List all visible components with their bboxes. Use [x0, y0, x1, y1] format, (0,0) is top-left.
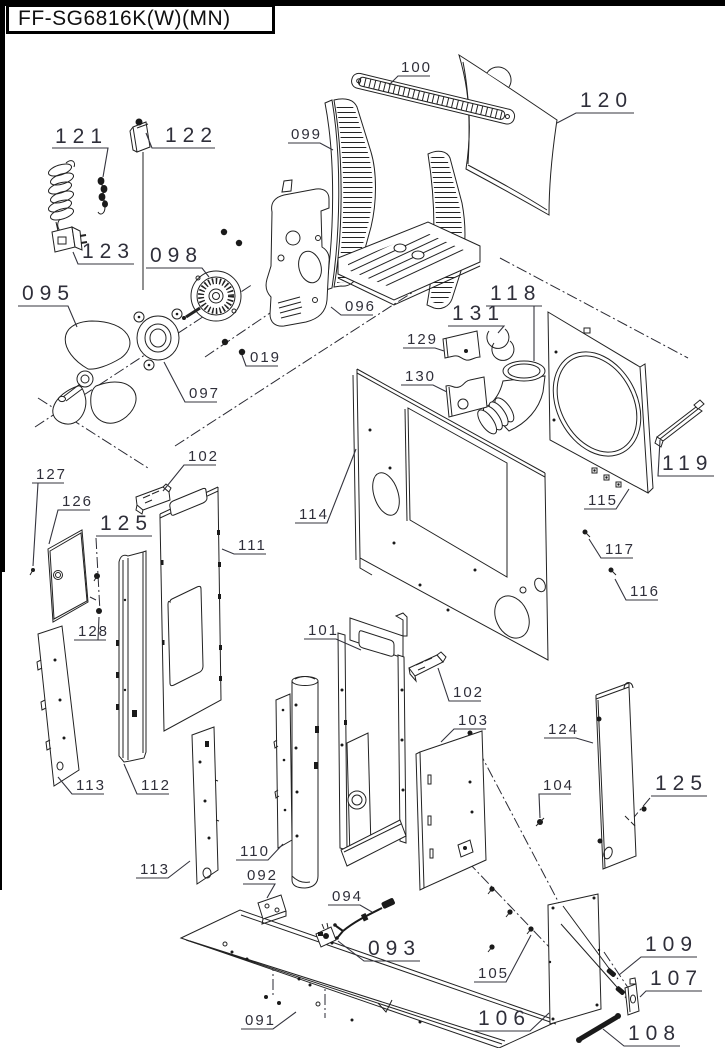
part-label-118: 118 — [490, 282, 541, 305]
part-label-130: 130 — [405, 368, 436, 385]
part-095-fan-blade — [52, 320, 137, 425]
part-119-rail — [654, 399, 705, 448]
part-label-121: 121 — [55, 125, 108, 148]
part-096-support-bracket — [265, 179, 330, 327]
part-label-106: 106 — [478, 1007, 531, 1030]
part-116-screw — [608, 567, 617, 576]
part-102-bracket-upper — [135, 483, 172, 515]
part-100-top-grille — [351, 72, 516, 125]
part-123-power-cord — [47, 160, 88, 253]
part-114-back-panel — [352, 368, 549, 661]
part-113-panel-right — [191, 726, 220, 885]
part-label-100: 100 — [401, 59, 432, 76]
part-label-019: 019 — [250, 349, 281, 366]
part-label-095: 095 — [22, 282, 75, 305]
part-label-102b: 102 — [453, 684, 484, 701]
part-label-111: 111 — [238, 537, 267, 554]
part-label-091: 091 — [245, 1012, 276, 1029]
model-title: FF-SG6816K(W)(MN) — [18, 7, 231, 30]
part-101-frame — [337, 612, 408, 867]
part-109-screws — [606, 968, 625, 995]
part-120-curved-panel — [458, 53, 558, 216]
part-label-093: 093 — [368, 937, 421, 960]
part-115-fan-panel — [547, 311, 654, 494]
part-label-119: 119 — [662, 452, 713, 475]
part-label-108: 108 — [628, 1022, 681, 1045]
part-label-094: 094 — [332, 888, 363, 905]
part-113-panel-left — [36, 625, 80, 787]
part-107-bracket — [624, 977, 640, 1016]
part-094-lead-wire — [333, 898, 395, 940]
label-leader-lines — [18, 75, 714, 1047]
part-099-louver-grille — [324, 98, 481, 310]
part-105-screws — [487, 886, 534, 953]
part-label-103: 103 — [458, 712, 489, 729]
part-label-105: 105 — [478, 965, 509, 982]
page-border-left-thin — [0, 572, 2, 890]
part-label-125a: 125 — [100, 512, 153, 535]
part-label-129: 129 — [407, 331, 438, 348]
part-124-panel — [595, 682, 637, 870]
part-label-115: 115 — [588, 492, 618, 509]
part-label-122: 122 — [165, 124, 218, 147]
part-110-column — [273, 676, 319, 889]
part-102-bracket-lower — [408, 651, 447, 683]
part-019-screws — [220, 228, 246, 356]
part-131-clamp — [486, 328, 515, 361]
part-label-117: 117 — [605, 541, 635, 558]
part-label-098: 098 — [150, 244, 203, 267]
part-label-116: 116 — [630, 583, 660, 600]
part-125-screws-left — [93, 573, 102, 614]
part-label-131: 131 — [452, 302, 505, 325]
part-label-092: 092 — [247, 867, 278, 884]
part-label-112: 112 — [141, 777, 171, 794]
part-098-fan-motor — [182, 270, 242, 322]
part-108-rod — [576, 1013, 621, 1043]
part-112-channel-panel — [116, 550, 147, 763]
part-104-screw — [535, 817, 545, 827]
part-label-127: 127 — [36, 466, 67, 483]
part-label-128: 128 — [78, 623, 109, 640]
part-labels: 121 122 123 098 095 099 100 120 096 019 … — [22, 59, 713, 1045]
part-label-113a: 113 — [76, 777, 106, 794]
part-126-door-panel — [47, 529, 89, 623]
part-093-igniter — [315, 922, 337, 948]
part-129-plate — [442, 330, 481, 361]
part-106-panel — [547, 893, 627, 1025]
part-127-screw — [29, 568, 35, 576]
part-label-099: 099 — [291, 126, 322, 143]
part-125-screw-right — [641, 806, 647, 812]
part-label-097: 097 — [189, 385, 220, 402]
part-130-plate — [445, 376, 488, 418]
part-122-thermistor — [129, 118, 151, 290]
part-label-125b: 125 — [655, 772, 708, 795]
page-border-left — [0, 0, 5, 572]
part-label-126: 126 — [62, 493, 93, 510]
part-117-screw — [582, 529, 591, 538]
part-label-107: 107 — [650, 967, 703, 990]
part-label-124: 124 — [548, 721, 579, 738]
part-111-side-panel — [159, 486, 222, 732]
part-label-113b: 113 — [140, 861, 170, 878]
part-label-096: 096 — [345, 298, 376, 315]
part-label-104: 104 — [543, 777, 574, 794]
part-103-panel — [415, 730, 487, 891]
part-121-sensor — [97, 176, 108, 215]
part-label-123: 123 — [82, 240, 135, 263]
part-097-motor-mount — [133, 308, 183, 371]
part-label-114: 114 — [299, 506, 329, 523]
part-label-102a: 102 — [188, 448, 219, 465]
part-118-elbow-duct — [477, 360, 546, 435]
page-border-top — [0, 0, 725, 6]
part-label-109: 109 — [645, 933, 698, 956]
part-label-120: 120 — [580, 89, 633, 112]
model-title-box: FF-SG6816K(W)(MN) — [6, 4, 275, 34]
part-label-110: 110 — [240, 843, 270, 860]
part-092-bracket — [257, 894, 287, 925]
part-label-101: 101 — [308, 622, 339, 639]
